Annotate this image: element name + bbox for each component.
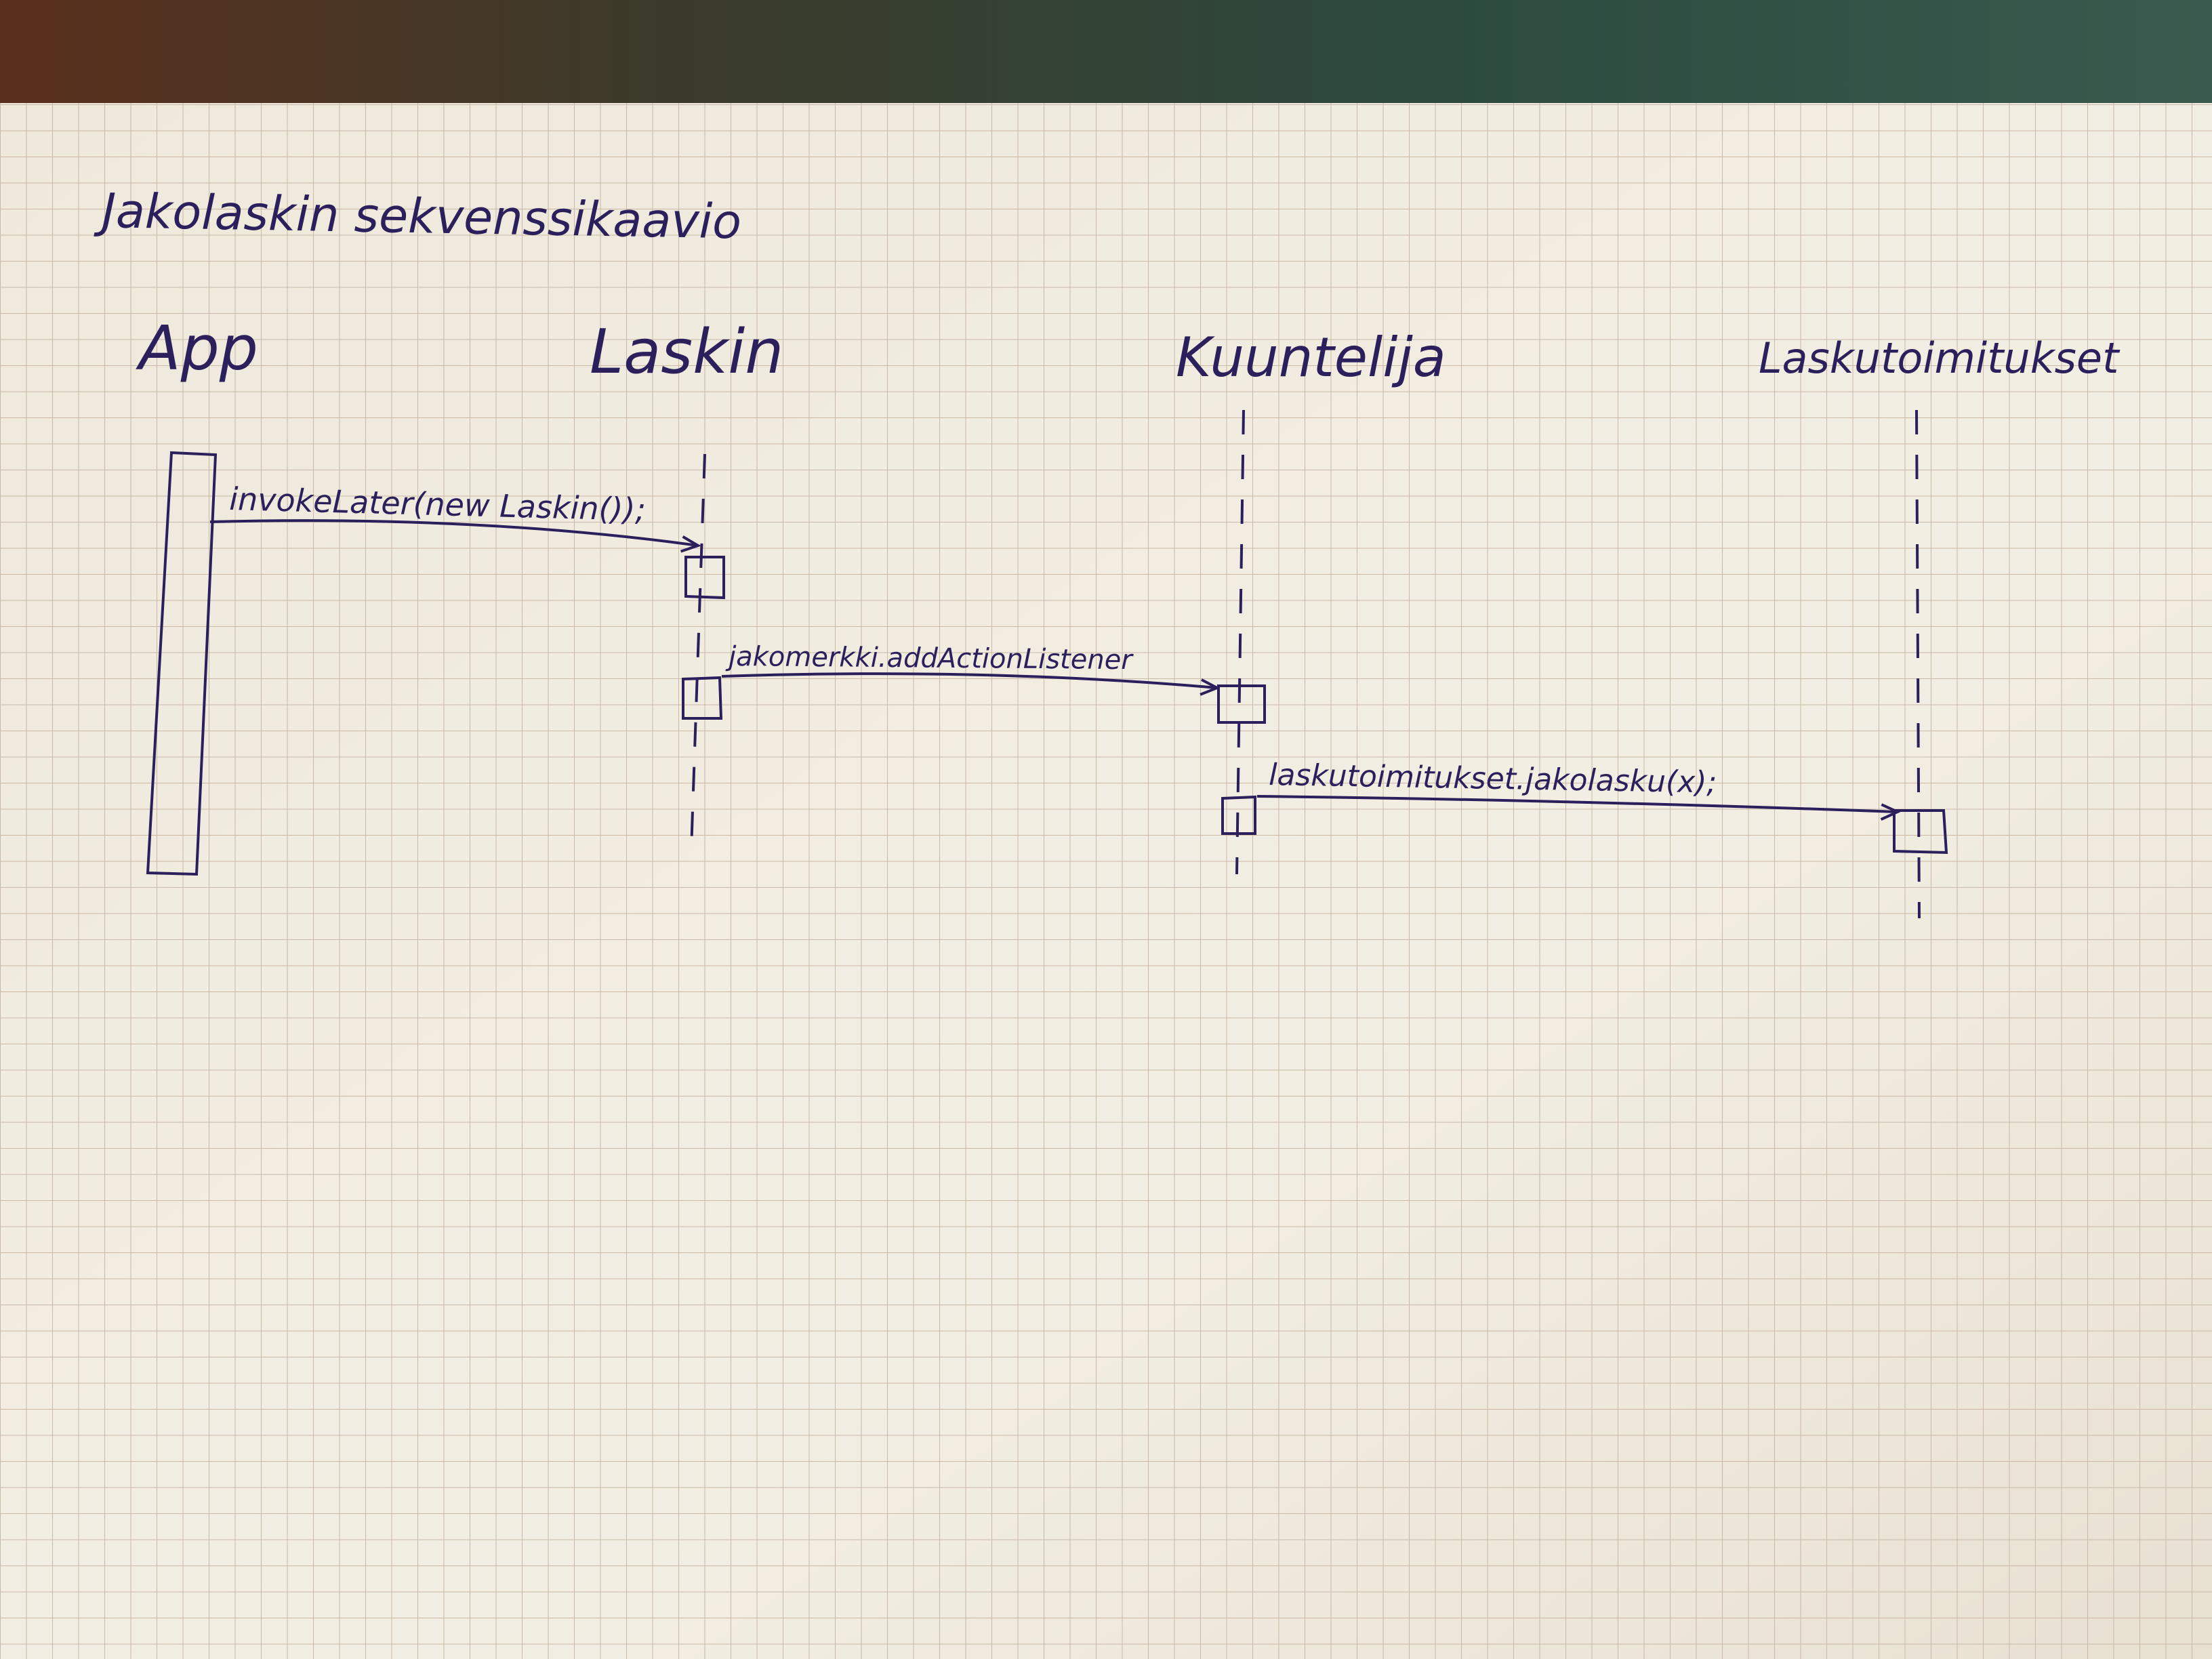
activation-laskin-2 (682, 676, 723, 720)
message-arrow-2 (721, 672, 1217, 688)
participant-laskin: Laskin (590, 316, 783, 388)
activation-laskutoimitukset (1893, 809, 1948, 855)
lifeline-kuuntelija (1235, 409, 1245, 875)
message-label-3: laskutoimitukset.jakolasku(x); (1269, 758, 1717, 800)
activation-kuuntelija-2 (1221, 795, 1256, 835)
activation-app (146, 451, 218, 876)
diagram-title: Jakolaskin sekvenssikaavio (94, 183, 742, 250)
table-background (0, 0, 2212, 115)
participant-kuuntelija: Kuuntelija (1176, 326, 1446, 389)
message-arrow-3 (1256, 795, 1898, 812)
grid-paper (0, 103, 2212, 1659)
participant-laskutoimitukset: Laskutoimitukset (1759, 333, 2121, 383)
lifeline-laskin (690, 453, 706, 851)
participant-app: App (136, 313, 258, 384)
message-label-2: jakomerkki.addActionListener (725, 641, 1134, 676)
activation-kuuntelija-1 (1217, 684, 1266, 724)
message-arrow-1 (209, 519, 698, 546)
activation-laskin-1 (684, 556, 725, 600)
lifeline-laskutoimitukset (1915, 409, 1921, 919)
